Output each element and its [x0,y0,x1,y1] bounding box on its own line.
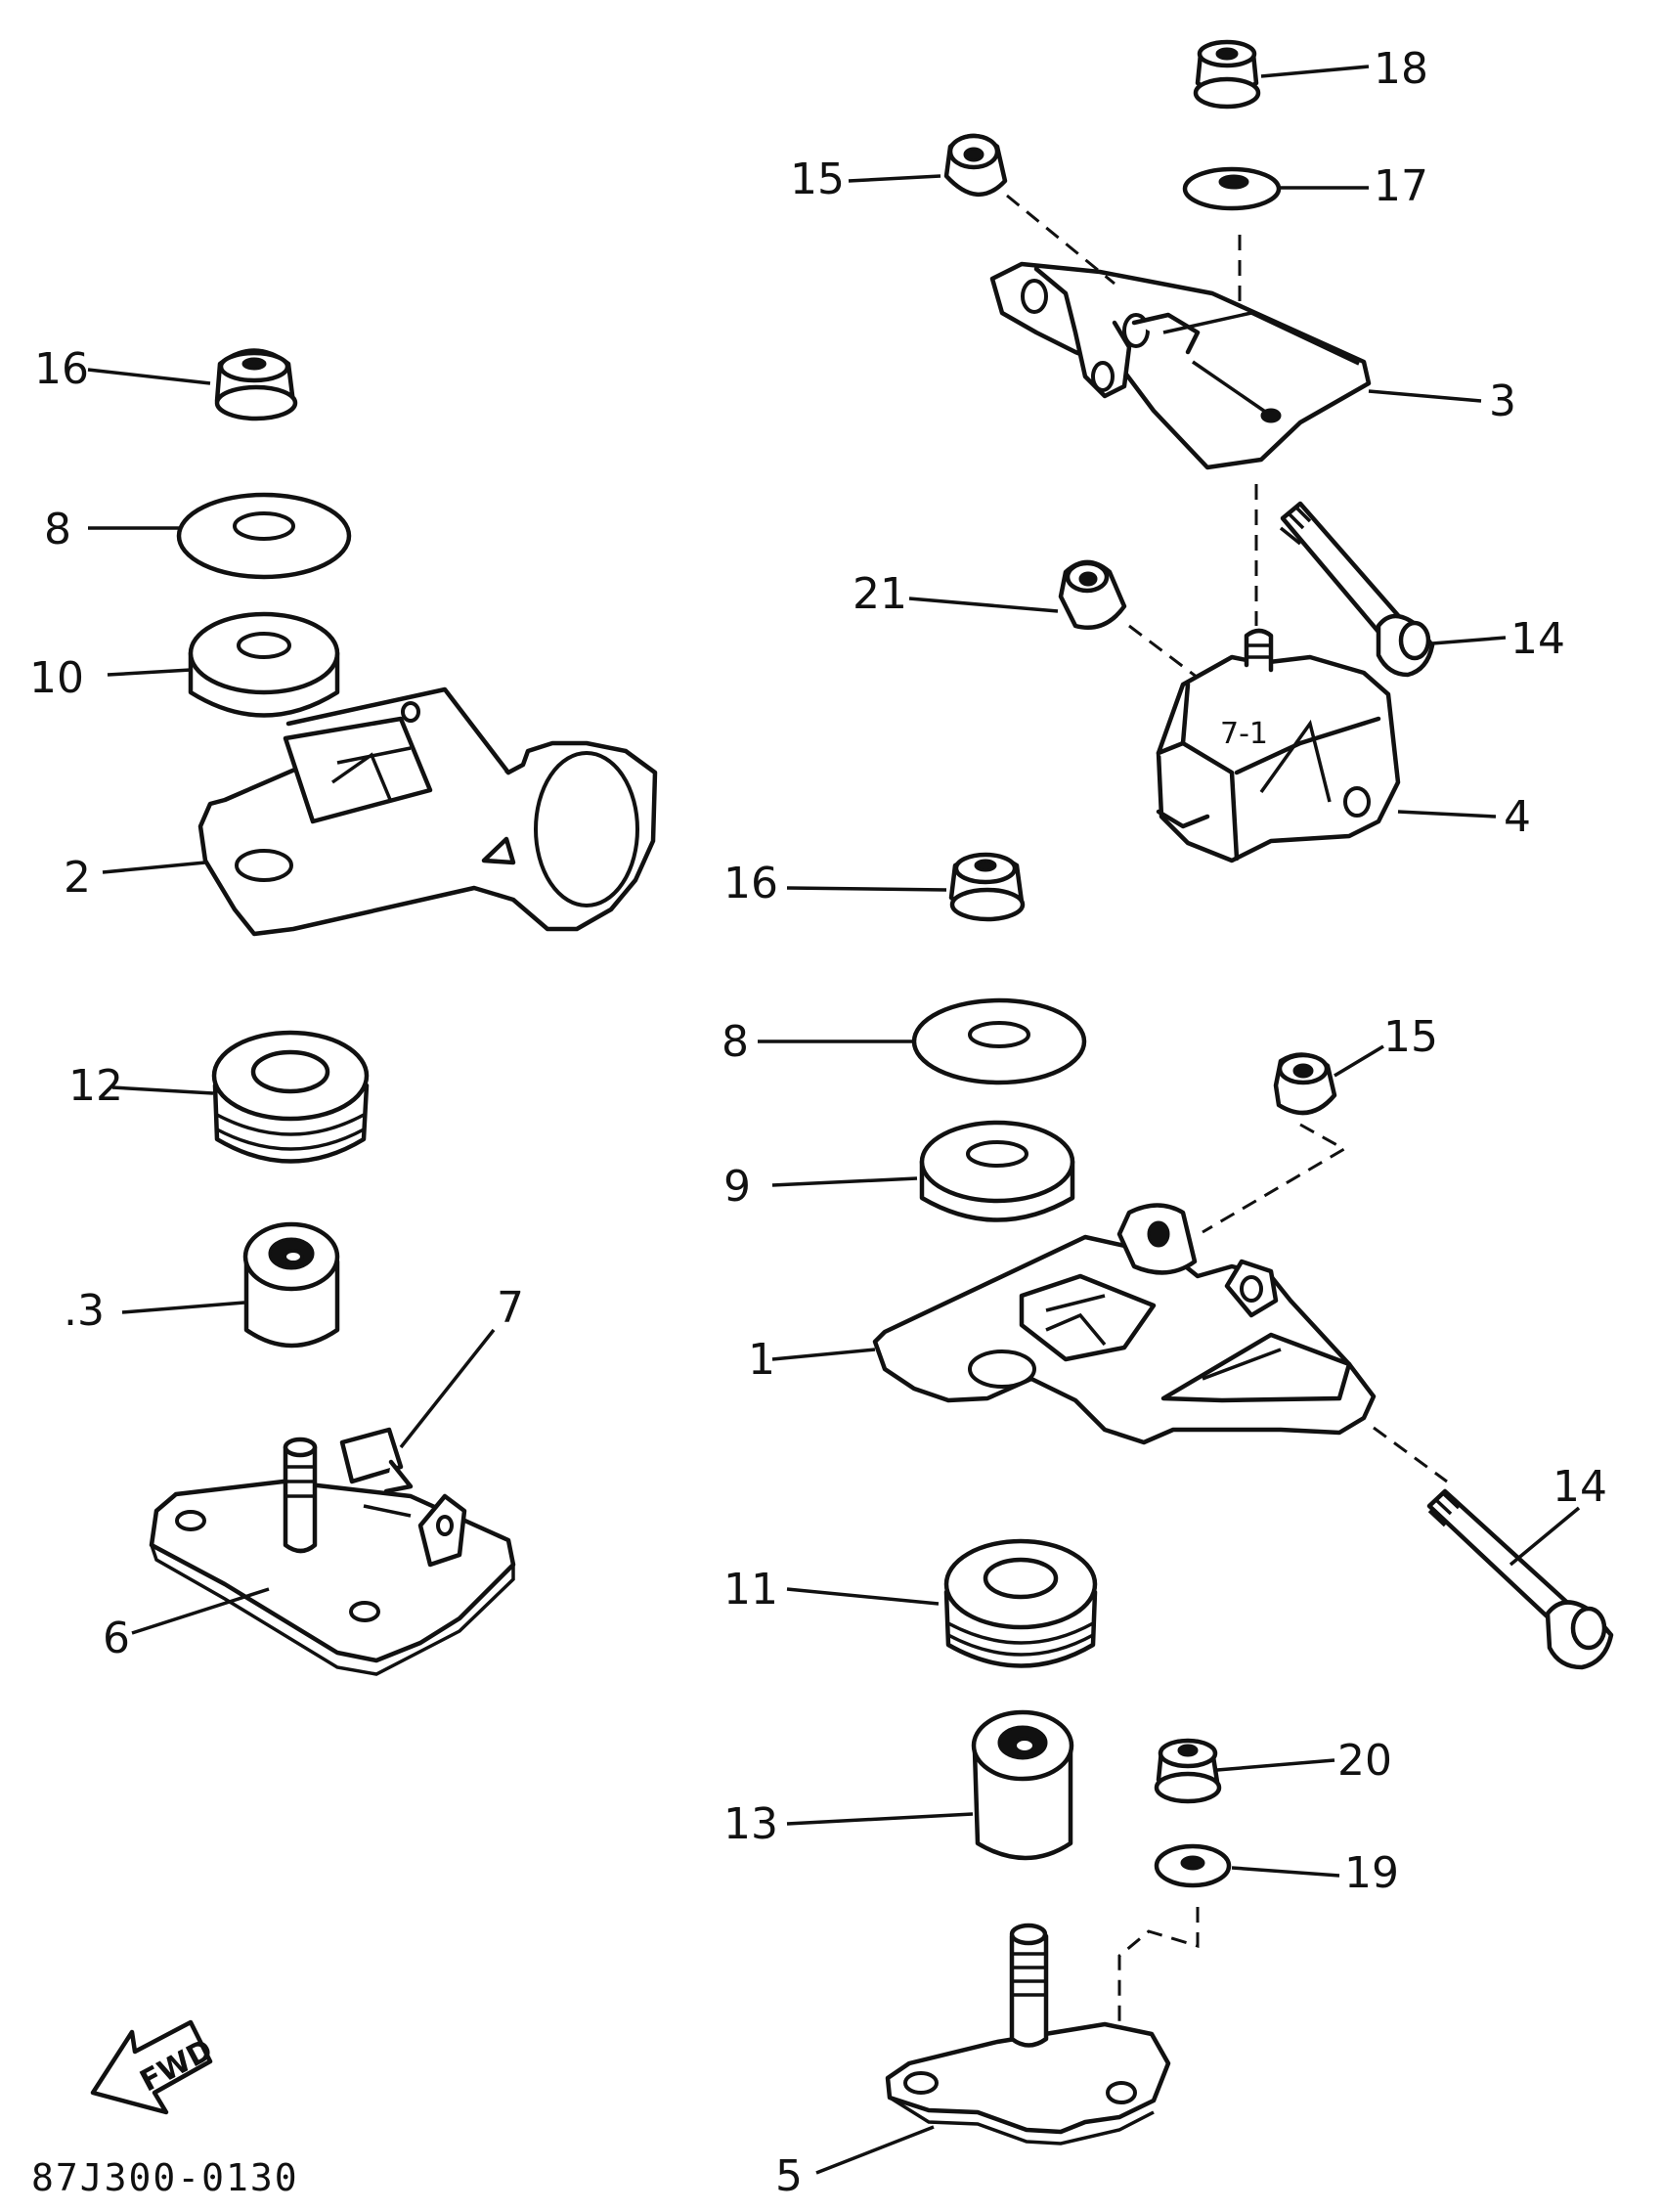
part-2-bracket [197,686,658,937]
axis-19-to-5 [1117,1907,1200,2044]
leader-13-left [121,1301,245,1314]
callout-6: 6 [103,1614,130,1663]
leader-5 [815,2125,935,2175]
part-10-rubber [188,611,340,718]
part-14-bolt-top [1279,501,1435,678]
callout-12: 12 [68,1061,123,1111]
leader-3 [1368,389,1482,403]
leader-2 [102,861,206,874]
leader-6 [131,1587,270,1635]
callout-11: 11 [723,1565,778,1615]
leader-18 [1260,65,1370,78]
part-11-grommet [943,1538,1098,1668]
callout-5: 5 [775,2151,803,2201]
callout-15-right: 15 [1383,1012,1438,1062]
drawing-code: 87J300-0130 [31,2156,299,2199]
callout-19: 19 [1344,1848,1399,1898]
part-3-bracket [989,261,1372,470]
part-15-nut-right [1273,1052,1337,1116]
leader-11 [786,1587,940,1606]
callout-16-left: 16 [34,344,89,394]
callout-21: 21 [853,569,907,619]
part-8-washer-right [911,997,1087,1085]
part-20-nut [1154,1738,1222,1804]
part-9-rubber [919,1120,1075,1222]
part-5-base-plate [885,1923,1171,2146]
part-8-washer-left [176,492,352,580]
leader-1 [771,1348,876,1361]
part-12-grommet [211,1030,370,1164]
axis-1-to-14 [1373,1426,1448,1483]
callout-14-bottom: 14 [1553,1462,1607,1512]
part-15-nut-top [943,133,1008,198]
callout-14-top: 14 [1510,614,1565,664]
leader-16-left [87,368,211,385]
fwd-arrow-icon: FWD [90,2019,218,2115]
part-17-washer [1182,166,1282,211]
part-13-collar-left [242,1221,340,1349]
callout-8-left: 8 [44,505,71,554]
leader-14-bottom [1509,1506,1581,1567]
leader-7 [399,1328,496,1449]
callout-15-top: 15 [790,155,845,204]
leader-10 [107,668,192,677]
callout-18: 18 [1374,44,1428,94]
axis-15-to-1 [1202,1123,1348,1234]
callout-17: 17 [1374,161,1428,211]
part-7-clip [339,1427,414,1494]
leader-16-right [786,886,947,892]
leader-13-right [786,1812,974,1826]
part-16-nut-left [214,348,298,421]
callout-10: 10 [29,653,84,703]
part-16-nut-right [948,852,1026,922]
callout-16-right: 16 [723,859,778,908]
leader-12 [111,1085,214,1095]
leader-15-right [1334,1044,1384,1078]
part-4-mount: 7-1 [1156,628,1401,863]
callout-4: 4 [1504,792,1531,842]
leader-21 [908,597,1059,613]
leader-20 [1216,1758,1335,1772]
part-6-base-plate [149,1437,516,1676]
callout-1: 1 [748,1335,775,1385]
leader-19 [1231,1866,1340,1878]
part-18-nut [1193,39,1261,110]
callout-13-right: 13 [723,1799,778,1849]
leader-14-top [1431,636,1507,645]
part-21-nut [1058,559,1127,630]
svg-text:7-1: 7-1 [1220,717,1268,751]
part-19-washer [1154,1843,1232,1888]
callout-13-left: .3 [64,1286,105,1336]
axis-15-to-3 [1006,194,1115,286]
callout-7: 7 [497,1283,524,1333]
callout-8-right: 8 [722,1017,749,1067]
callout-2: 2 [64,853,91,903]
part-1-bracket [872,1203,1377,1445]
callout-20: 20 [1337,1736,1392,1786]
part-13-collar-right [971,1709,1074,1861]
part-14-bolt-bottom [1426,1488,1614,1670]
leader-9 [771,1176,918,1187]
callout-3: 3 [1489,376,1516,426]
leader-4 [1397,810,1497,818]
leader-15-top [848,174,941,183]
callout-9: 9 [723,1162,751,1212]
